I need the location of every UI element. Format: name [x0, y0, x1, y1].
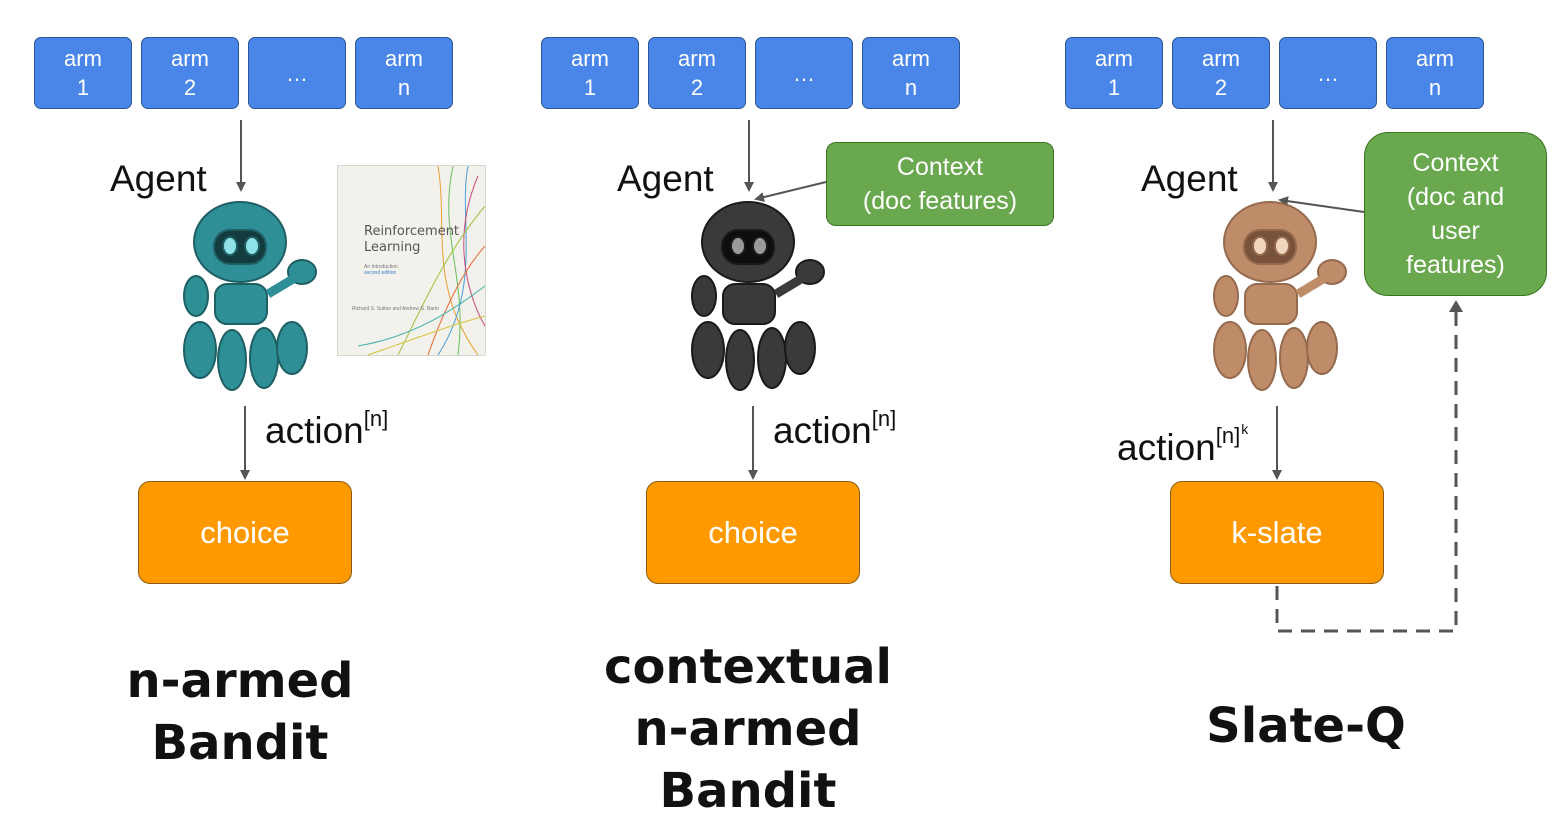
- context-line: (doc and: [1406, 183, 1505, 211]
- arm-index: 1: [1107, 75, 1121, 100]
- robot-icon: [1213, 201, 1347, 391]
- arm-index: 2: [183, 75, 197, 100]
- arm-label: arm: [1202, 46, 1240, 71]
- action-text: action: [1117, 427, 1216, 468]
- action-text: action: [265, 410, 364, 451]
- arm-label: arm: [64, 46, 102, 71]
- arm-index: 1: [76, 75, 90, 100]
- action-superscript: [n]: [871, 406, 897, 431]
- context-box: Context (doc and user features): [1364, 132, 1547, 296]
- arm-index: n: [904, 75, 918, 100]
- panel-title: n-armed Bandit: [60, 650, 420, 774]
- title-line: Slate-Q: [1206, 698, 1406, 754]
- arm-label: arm: [1095, 46, 1133, 71]
- title-line: Bandit: [659, 763, 837, 819]
- context-line: features): [1406, 251, 1505, 279]
- context-line: Context: [1412, 149, 1499, 177]
- context-line: (doc features): [862, 187, 1018, 215]
- arm-index: n: [1428, 75, 1442, 100]
- title-line: Bandit: [151, 715, 329, 771]
- context-line: user: [1431, 217, 1480, 245]
- context-box: Context (doc features): [826, 142, 1054, 226]
- title-line: contextual: [603, 639, 893, 695]
- choice-box: choice: [646, 481, 860, 584]
- arm-box-n: arm n: [355, 37, 453, 109]
- arm-index: 2: [690, 75, 704, 100]
- agent-label: Agent: [617, 158, 714, 199]
- arm-box-2: arm 2: [648, 37, 746, 109]
- action-label: action[n]: [265, 406, 388, 452]
- action-superscript: [n]: [1215, 423, 1241, 448]
- book-cover-art: [357, 166, 485, 355]
- arm-box-1: arm 1: [1065, 37, 1163, 109]
- arm-box-2: arm 2: [1172, 37, 1270, 109]
- feedback-arrowhead: [1449, 300, 1463, 312]
- context-to-agent-arrow-2: [754, 181, 827, 202]
- agent-label: Agent: [1141, 158, 1238, 199]
- arm-label: …: [793, 60, 815, 86]
- arm-label: arm: [1416, 46, 1454, 71]
- arm-box-n: arm n: [862, 37, 960, 109]
- action-text: action: [773, 410, 872, 451]
- context-to-agent-arrow-3: [1278, 196, 1365, 213]
- reinforcement-learning-book-cover: Reinforcement Learning An Introduction s…: [338, 166, 485, 355]
- choice-box: choice: [138, 481, 352, 584]
- robot-icon: [691, 201, 825, 391]
- agent-label: Agent: [110, 158, 207, 199]
- arm-box-1: arm 1: [34, 37, 132, 109]
- arm-box-ellipsis: …: [755, 37, 853, 109]
- arm-box-ellipsis: …: [248, 37, 346, 109]
- book-edition: second edition: [364, 270, 397, 276]
- book-subtitle: An Introduction: [364, 264, 398, 270]
- arm-label: …: [1317, 60, 1339, 86]
- action-label: action[n]: [773, 406, 896, 452]
- robot-icon: [183, 201, 317, 391]
- arm-label: arm: [678, 46, 716, 71]
- arm-index: 2: [1214, 75, 1228, 100]
- panel-title: contextual n-armed Bandit: [548, 636, 948, 822]
- book-title: Reinforcement Learning: [364, 224, 459, 256]
- arm-label: arm: [385, 46, 423, 71]
- arm-label: …: [286, 60, 308, 86]
- action-superscript-k: k: [1241, 421, 1249, 437]
- book-title-line1: Reinforcement: [364, 224, 460, 239]
- title-line: n-armed: [634, 701, 862, 757]
- arm-label: arm: [892, 46, 930, 71]
- action-label: action[n]k: [1117, 421, 1248, 469]
- panel-title: Slate-Q: [1106, 695, 1506, 757]
- title-line: n-armed: [126, 653, 354, 709]
- book-title-line2: Learning: [364, 240, 421, 255]
- arm-index: 1: [583, 75, 597, 100]
- arm-index: n: [397, 75, 411, 100]
- k-slate-box: k-slate: [1170, 481, 1384, 584]
- book-authors: Richard S. Sutton and Andrew G. Barto: [352, 306, 439, 312]
- arm-box-ellipsis: …: [1279, 37, 1377, 109]
- context-line: Context: [896, 153, 984, 181]
- arm-label: arm: [171, 46, 209, 71]
- action-superscript: [n]: [363, 406, 389, 431]
- arm-box-1: arm 1: [541, 37, 639, 109]
- arm-box-n: arm n: [1386, 37, 1484, 109]
- arm-label: arm: [571, 46, 609, 71]
- arm-box-2: arm 2: [141, 37, 239, 109]
